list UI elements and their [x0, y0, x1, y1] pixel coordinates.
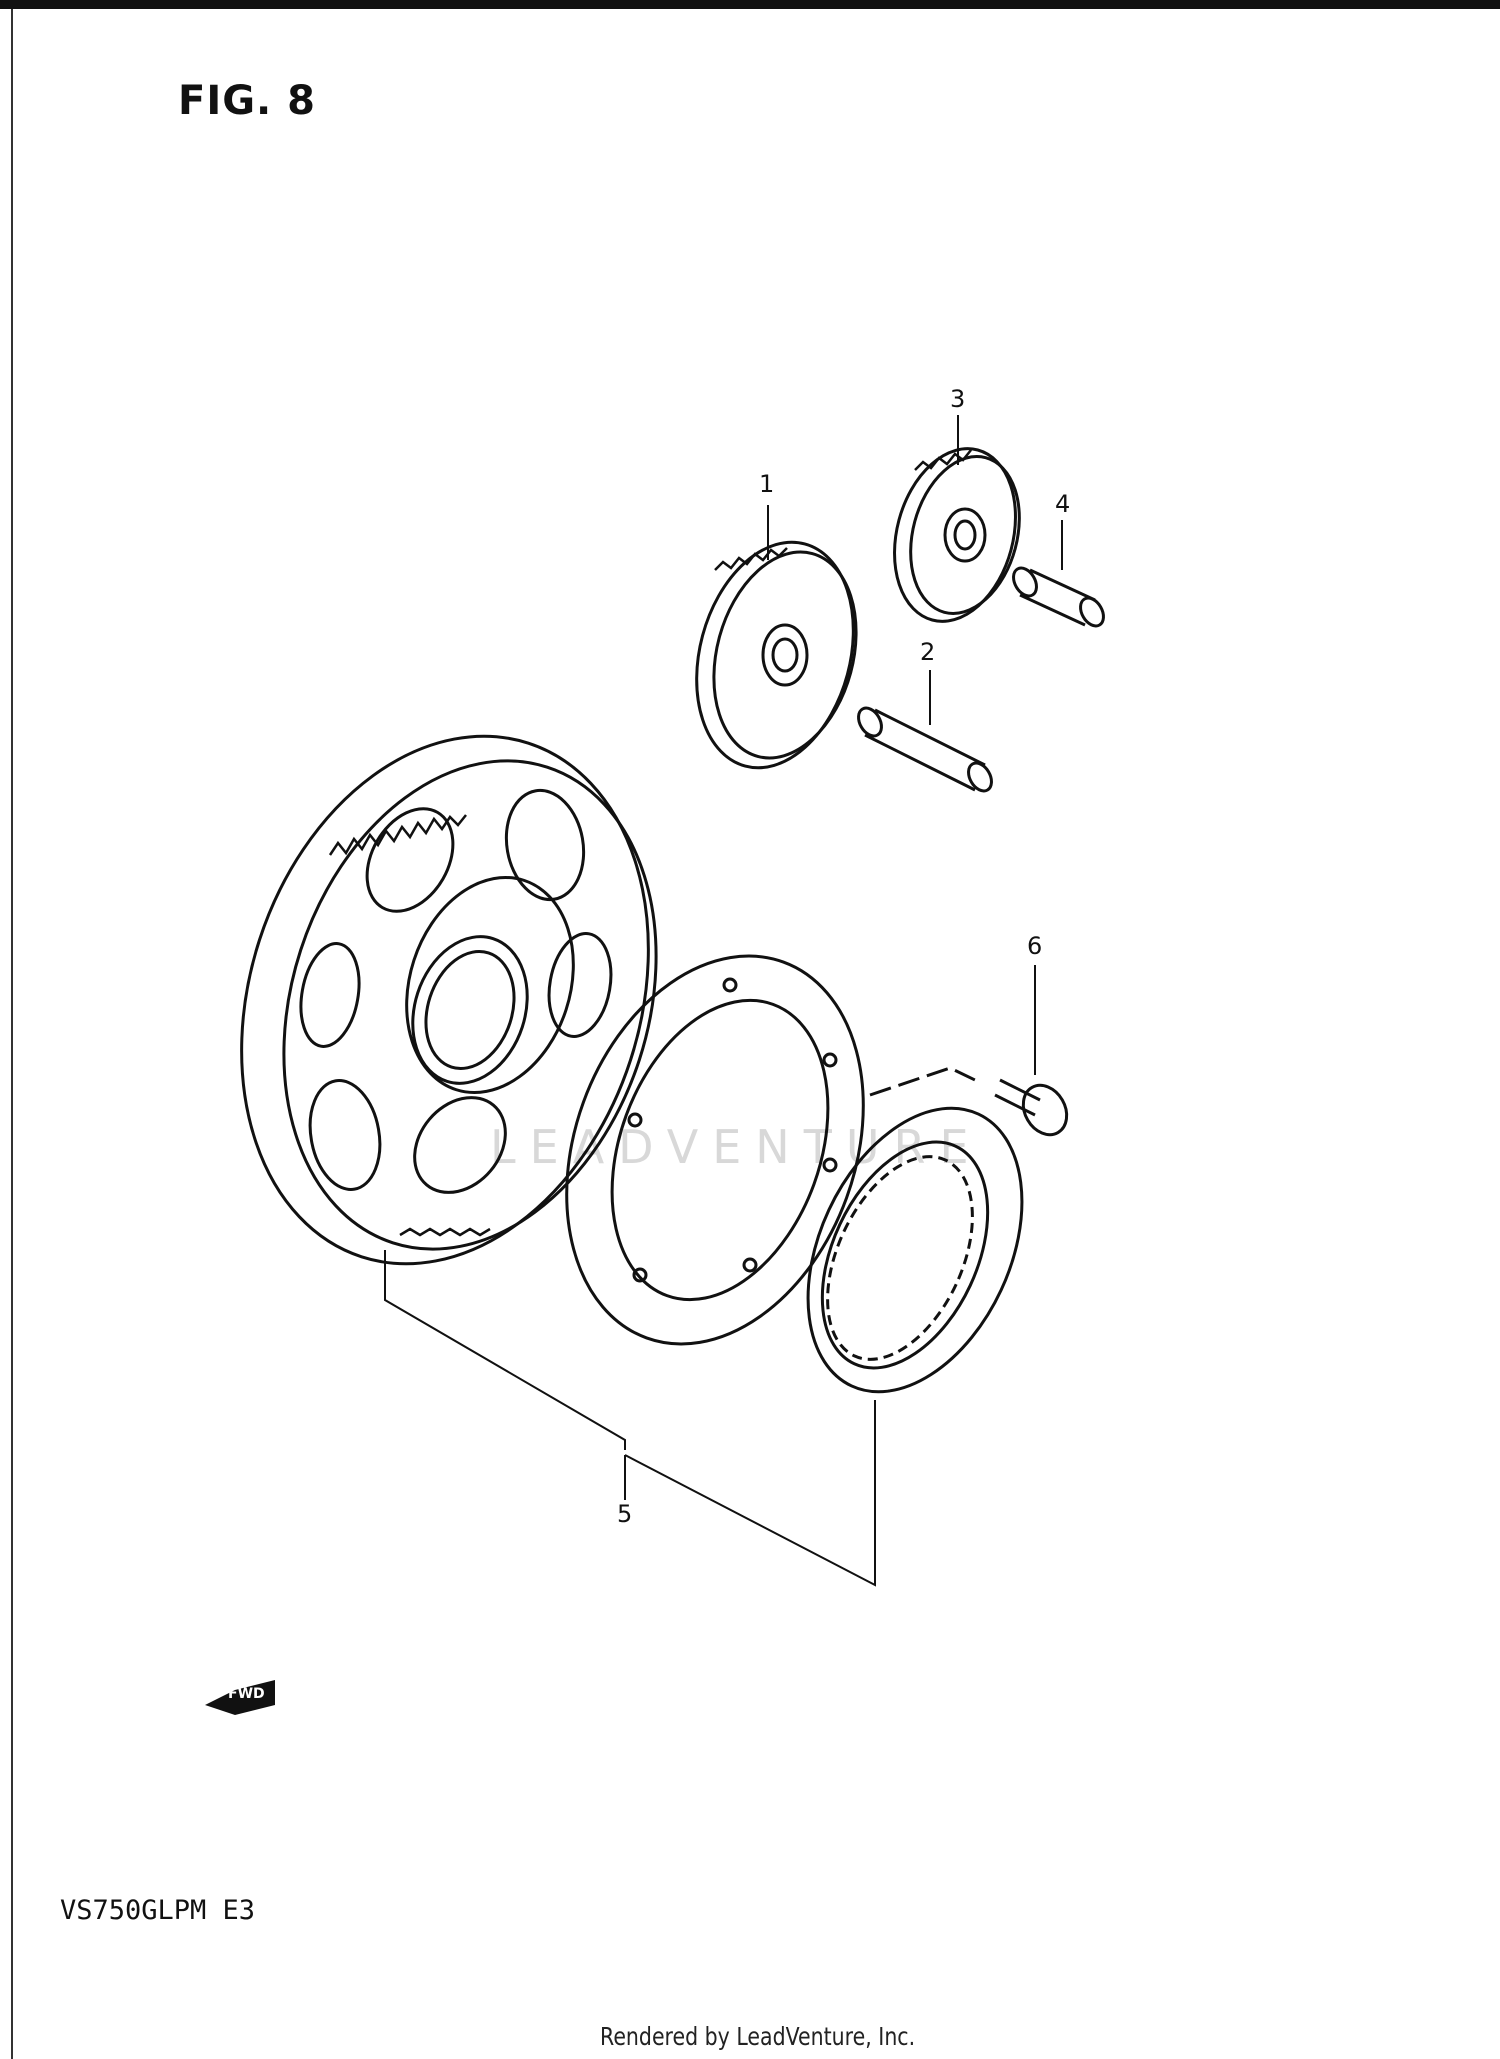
callout-part-4: 4: [1055, 490, 1071, 518]
bolt: [869, 1066, 1069, 1137]
leader-lines: [384, 415, 1063, 1587]
one-way-clutch: [806, 1106, 1024, 1394]
callout-part-6: 6: [1027, 932, 1043, 960]
idle-gear-1: [695, 540, 858, 770]
model-code: VS750GLPM E3: [60, 1895, 256, 1926]
idle-gear-shaft-short: [1012, 566, 1105, 628]
callout-part-2: 2: [920, 638, 936, 666]
callout-part-1: 1: [759, 470, 775, 498]
clutch-retainer-ring: [565, 954, 865, 1346]
render-credit: Rendered by LeadVenture, Inc.: [600, 2022, 916, 2051]
idle-gear-shaft-long: [857, 706, 993, 793]
starter-clutch-gear: [240, 734, 658, 1266]
left-border: [11, 9, 13, 2059]
fwd-arrow-icon: [205, 1680, 275, 1715]
fwd-label: FWD: [228, 1686, 265, 1702]
idle-gear-2: [893, 447, 1021, 623]
callout-part-3: 3: [950, 385, 966, 413]
callout-part-5: 5: [617, 1500, 633, 1528]
figure-title: FIG. 8: [178, 78, 316, 124]
top-border: [0, 0, 1500, 9]
